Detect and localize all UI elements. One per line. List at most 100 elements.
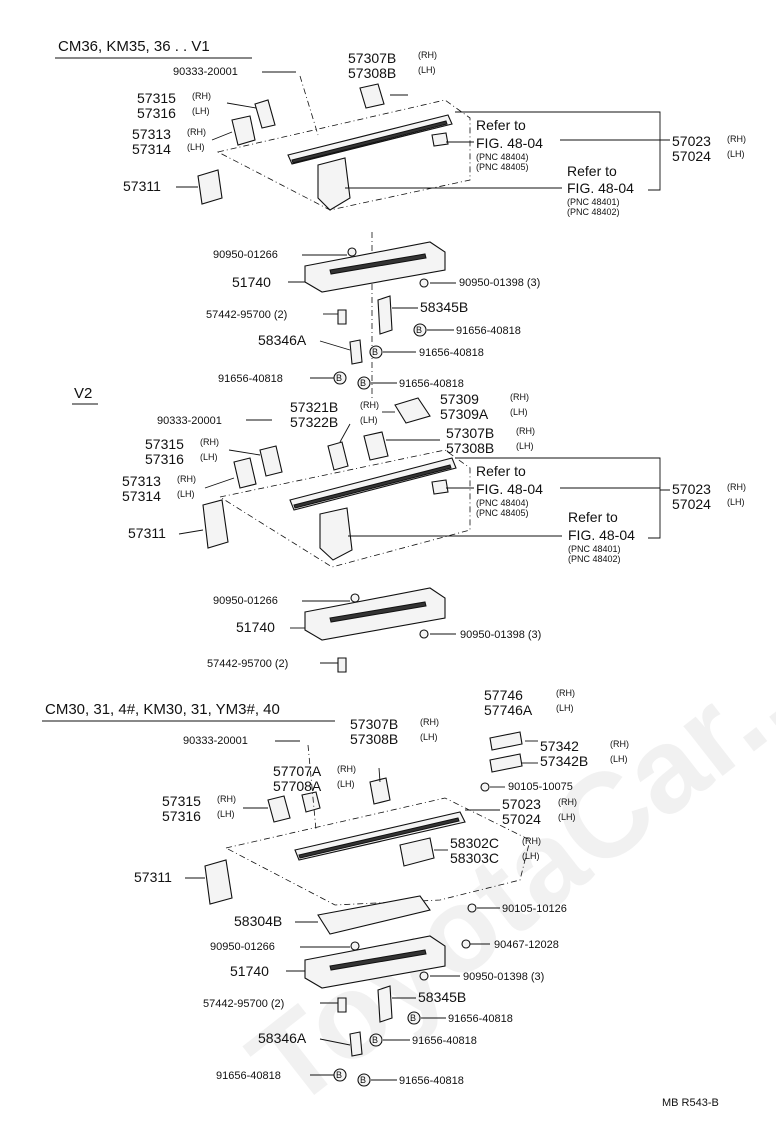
leader-line [329,601,427,623]
callout-label: (RH) [522,836,541,846]
leader-line [378,767,381,783]
section-v2: V2 57321B(RH) 57322B(LH) 57309 [72,385,746,673]
part-57342 [489,753,523,773]
fastener-marker [419,629,429,639]
callout-label: (RH) [727,482,746,492]
callout-label: 91656-40818 [216,1070,281,1082]
callout-label: 51740 [230,963,269,979]
callout-label: 90105-10075 [508,781,573,793]
callout-label: 57307B [446,425,494,441]
callout-label: (RH) [337,764,356,774]
leader-line [349,339,363,365]
fastener-marker [350,941,360,951]
bracket-57321b [327,441,349,471]
step-grip [329,253,427,275]
rail-shadow [291,120,448,164]
callout-label: 57313 [132,126,171,142]
callout-label: (LH) [337,779,355,789]
callout-label: (RH) [556,688,575,698]
callout-label: 90950-01398 (3) [460,629,541,641]
section-cm30: CM30, 31, 4#, KM30, 31, YM3#, 40 [42,687,629,1087]
leader-line [293,464,452,509]
svg-text:B: B [336,373,342,383]
callout-label: 91656-40818 [412,1035,477,1047]
fastener-marker [419,971,429,981]
callout-label: 57023 [502,796,541,812]
bracket-57315 [259,445,283,477]
callout-label: (RH) [510,392,529,402]
leader-line [337,997,347,1013]
svg-text:B: B [372,347,378,357]
clip-part [431,479,449,495]
leader-line [349,1031,363,1057]
callout-label: 90333-20001 [173,66,238,78]
leader-line [377,295,393,335]
callout-label: 57024 [502,811,541,827]
callout-label: 57708A [273,778,322,794]
fastener-marker [369,345,383,359]
callout-label: 91656-40818 [399,378,464,390]
callout-label: (PNC 48404) [476,152,529,162]
callout-label: (RH) [192,91,211,101]
callout-label: FIG. 48-04 [476,481,543,497]
callout-label: 58345B [420,299,468,315]
callout-label: 90333-20001 [183,735,248,747]
callout-label: 57442-95700 (2) [207,658,288,670]
bracket-57309 [394,397,431,424]
callout-label: 57315 [162,793,201,809]
callout-label: FIG. 48-04 [476,135,543,151]
callout-label: 57322B [290,414,338,430]
callout-label: 57309 [440,391,479,407]
callout-label: (LH) [727,497,745,507]
callout-label: Refer to [567,163,617,179]
callout-label: (LH) [360,415,378,425]
callout-label: (LH) [516,441,534,451]
fastener-marker [480,782,490,792]
callout-label: (PNC 48402) [568,554,621,564]
callout-label: (PNC 48401) [568,544,621,554]
callout-label: (LH) [420,732,438,742]
callout-label: Refer to [476,117,526,133]
callout-label: (RH) [727,134,746,144]
leader-line [226,102,257,109]
bracket-57313 [231,115,256,146]
callout-label: (RH) [516,426,535,436]
fastener-marker [357,1073,371,1087]
callout-label: (PNC 48405) [476,162,529,172]
section-title-cm30: CM30, 31, 4#, KM30, 31, YM3#, 40 [45,701,280,718]
bracket-57307b [363,431,389,461]
svg-text:B: B [372,1035,378,1045]
bracket-57311 [197,169,223,205]
callout-label: (RH) [610,739,629,749]
callout-label: 90950-01266 [210,941,275,953]
callout-label: 57311 [123,178,161,194]
section-title-v1: CM36, KM35, 36 . . V1 [58,38,210,55]
leader-line [455,111,670,191]
callout-label: (LH) [200,452,218,462]
callout-label: 57308B [348,65,396,81]
callout-label: (PNC 48404) [476,498,529,508]
leader-line [339,423,351,443]
leader-line [298,817,460,859]
leader-line [299,75,319,136]
callout-label: 57316 [145,451,184,467]
callout-label: 57313 [122,473,161,489]
callout-label: (LH) [510,407,528,417]
footer-code: MB R543-B [662,1097,719,1109]
callout-label: 57315 [145,436,184,452]
callout-label: 57023 [672,133,711,149]
callout-label: 57307B [350,716,398,732]
bracket-57315 [254,99,276,129]
leader-line [337,309,347,325]
bracket-57313 [233,457,257,489]
callout-label: (LH) [558,812,576,822]
callout-label: (RH) [420,717,439,727]
callout-label: 91656-40818 [218,373,283,385]
callout-label: 57316 [162,808,201,824]
bracket-57311 [202,499,229,549]
bracket-58302c [399,837,435,867]
callout-label: (PNC 48405) [476,508,529,518]
leader-line [329,949,427,971]
callout-label: 91656-40818 [419,347,484,359]
callout-label: (PNC 48402) [567,207,620,217]
